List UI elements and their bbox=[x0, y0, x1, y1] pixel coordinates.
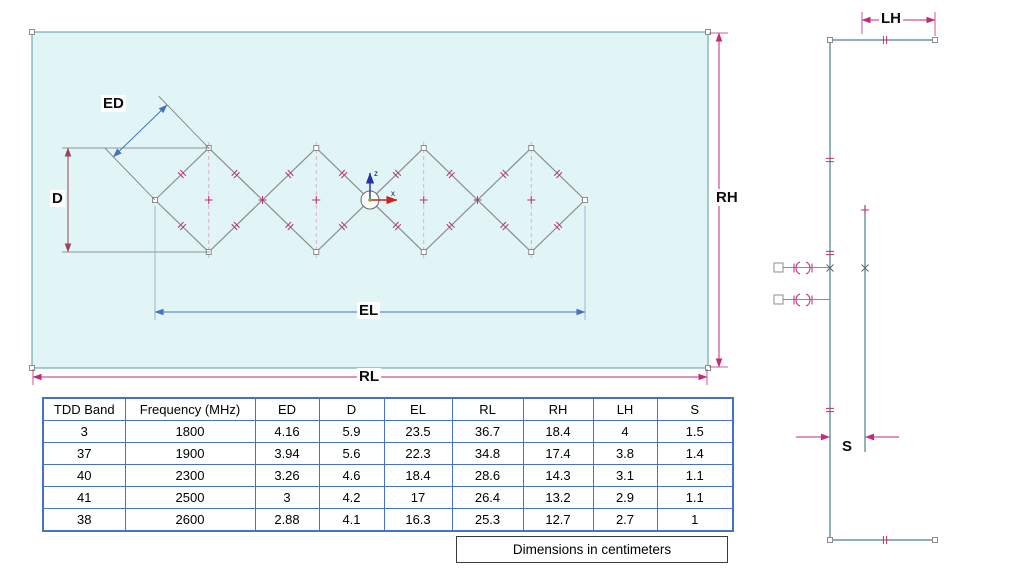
table-cell: 1.5 bbox=[656, 420, 734, 443]
units-note: Dimensions in centimeters bbox=[456, 536, 728, 563]
table-cell: 1.1 bbox=[656, 486, 734, 509]
table-cell: 40 bbox=[42, 464, 126, 487]
table-header-cell: RL bbox=[451, 397, 524, 421]
table-cell: 34.8 bbox=[451, 442, 524, 465]
table-header-cell: D bbox=[318, 397, 385, 421]
table-cell: 14.3 bbox=[522, 464, 594, 487]
table-cell: 38 bbox=[42, 508, 126, 532]
label-rh: RH bbox=[714, 189, 740, 206]
table-cell: 2500 bbox=[124, 486, 256, 509]
side-handles bbox=[827, 37, 938, 543]
label-ed: ED bbox=[101, 95, 126, 112]
table-cell: 22.3 bbox=[383, 442, 453, 465]
table-cell: 28.6 bbox=[451, 464, 524, 487]
table-header-cell: TDD Band bbox=[42, 397, 126, 421]
s-dimension bbox=[796, 433, 899, 441]
table-cell: 23.5 bbox=[383, 420, 453, 443]
label-s: S bbox=[840, 438, 855, 455]
label-rl: RL bbox=[357, 368, 381, 385]
table-cell: 1.1 bbox=[656, 464, 734, 487]
table-cell: 2.7 bbox=[592, 508, 658, 532]
side-view-drawing bbox=[773, 12, 938, 545]
table-cell: 2.9 bbox=[592, 486, 658, 509]
table-cell: 3.1 bbox=[592, 464, 658, 487]
table-cell: 3 bbox=[254, 486, 320, 509]
table-cell: 17 bbox=[383, 486, 453, 509]
table-cell: 3 bbox=[42, 420, 126, 443]
label-el: EL bbox=[357, 302, 381, 319]
table-cell: 18.4 bbox=[522, 420, 594, 443]
table-cell: 4.1 bbox=[318, 508, 385, 532]
table-cell: 1 bbox=[656, 508, 734, 532]
table-header-cell: RH bbox=[522, 397, 594, 421]
table-cell: 17.4 bbox=[522, 442, 594, 465]
table-cell: 3.8 bbox=[592, 442, 658, 465]
table-header-cell: Frequency (MHz) bbox=[124, 397, 256, 421]
table-header-cell: LH bbox=[592, 397, 658, 421]
table-cell: 1900 bbox=[124, 442, 256, 465]
table-cell: 2600 bbox=[124, 508, 256, 532]
table-cell: 37 bbox=[42, 442, 126, 465]
table-cell: 5.6 bbox=[318, 442, 385, 465]
table-cell: 4.16 bbox=[254, 420, 320, 443]
table-cell: 41 bbox=[42, 486, 126, 509]
front-view-drawing: z x bbox=[29, 29, 728, 385]
table-cell: 3.94 bbox=[254, 442, 320, 465]
side-profile-left-plate bbox=[829, 39, 935, 541]
table-cell: 3.26 bbox=[254, 464, 320, 487]
feed-terminals bbox=[773, 261, 869, 307]
table-cell: 5.9 bbox=[318, 420, 385, 443]
table-cell: 4 bbox=[592, 420, 658, 443]
table-cell: 12.7 bbox=[522, 508, 594, 532]
table-cell: 18.4 bbox=[383, 464, 453, 487]
coordinate-axes-icon: z x bbox=[360, 169, 398, 210]
table-cell: 1800 bbox=[124, 420, 256, 443]
table-cell: 13.2 bbox=[522, 486, 594, 509]
side-constraint-marks bbox=[825, 35, 888, 545]
table-cell: 26.4 bbox=[451, 486, 524, 509]
table-cell: 1.4 bbox=[656, 442, 734, 465]
table-cell: 4.6 bbox=[318, 464, 385, 487]
label-d: D bbox=[50, 190, 65, 207]
table-cell: 4.2 bbox=[318, 486, 385, 509]
table-header-cell: ED bbox=[254, 397, 320, 421]
axis-x-label: x bbox=[391, 189, 395, 198]
table-cell: 2300 bbox=[124, 464, 256, 487]
table-header-cell: S bbox=[656, 397, 734, 421]
table-cell: 36.7 bbox=[451, 420, 524, 443]
axis-z-label: z bbox=[374, 169, 378, 178]
table-cell: 2.88 bbox=[254, 508, 320, 532]
table-cell: 16.3 bbox=[383, 508, 453, 532]
label-lh: LH bbox=[879, 10, 903, 27]
table-cell: 25.3 bbox=[451, 508, 524, 532]
ed-dimension bbox=[104, 95, 210, 201]
table-header-cell: EL bbox=[383, 397, 453, 421]
